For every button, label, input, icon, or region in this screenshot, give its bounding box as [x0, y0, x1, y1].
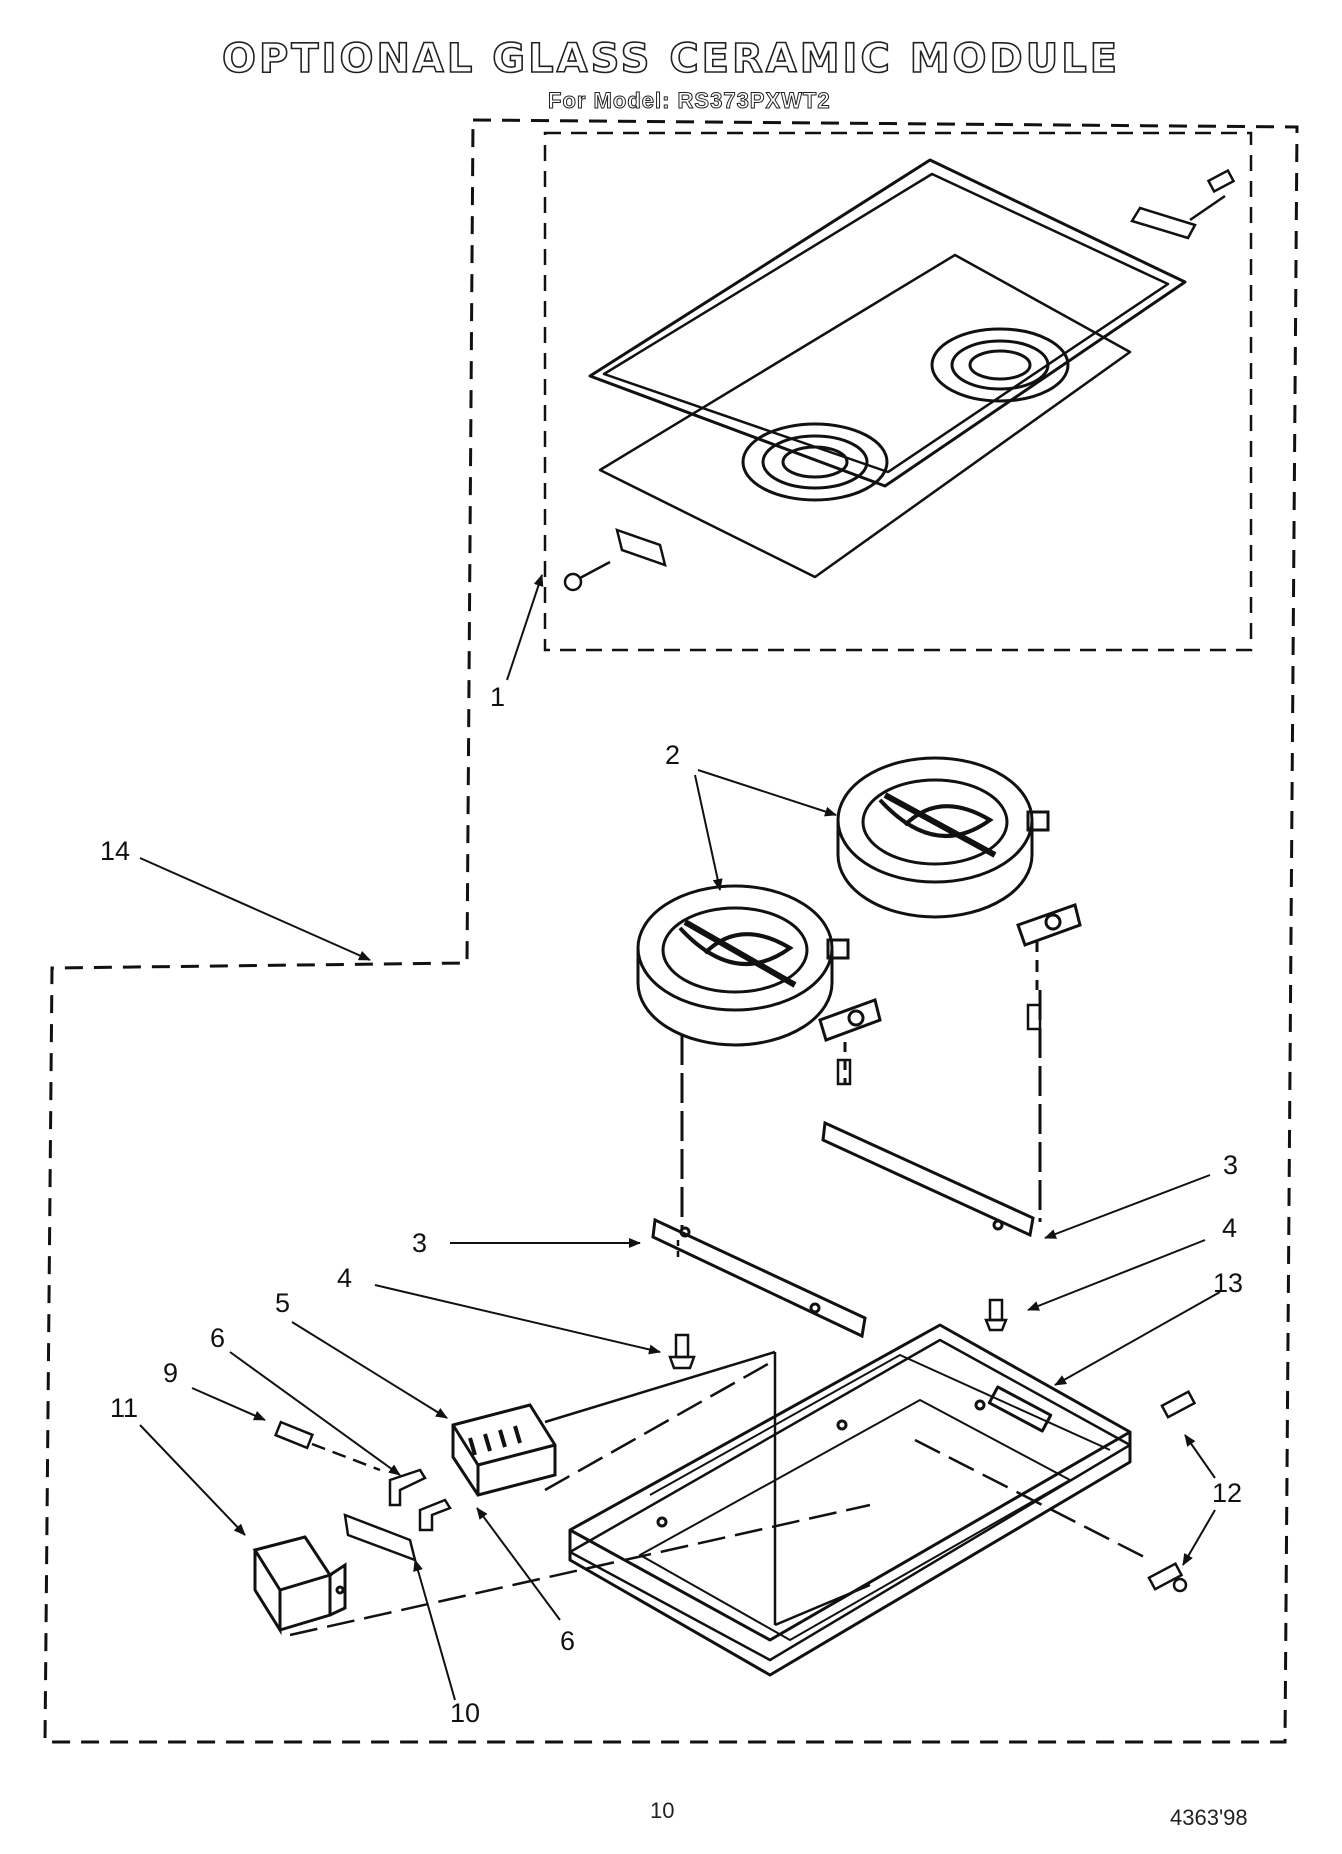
- callout-6-upper: 6: [210, 1323, 226, 1353]
- support-brackets: [651, 1120, 1035, 1339]
- callout-6-lower: 6: [560, 1626, 576, 1656]
- element-screws: [836, 1003, 1042, 1086]
- callout-3-right: 3: [1223, 1150, 1239, 1180]
- insulation-plate-part: [343, 1513, 417, 1563]
- assembly-boundary: [43, 118, 1299, 1744]
- burner-box-part: [568, 1323, 1132, 1677]
- callout-14: 14: [100, 836, 131, 866]
- model-line: For Model: RS373PXWT2: [548, 88, 831, 114]
- cooktop-boundary: [543, 131, 1253, 652]
- leader-lines: [139, 574, 1221, 1701]
- callout-5: 5: [275, 1288, 291, 1318]
- assembly-lines: [289, 1350, 1151, 1637]
- callout-13: 13: [1213, 1268, 1244, 1298]
- glass-cooktop-part: [588, 158, 1187, 579]
- mounting-brackets: [388, 1468, 452, 1532]
- surface-element-upper: [836, 756, 1082, 1222]
- callout-12: 12: [1212, 1478, 1243, 1508]
- junction-box-part: [252, 1535, 347, 1636]
- callout-4-right: 4: [1222, 1213, 1238, 1243]
- page-number: 10: [650, 1798, 675, 1823]
- bracket-screws: [668, 1240, 1008, 1370]
- box-screws: [1147, 1389, 1197, 1593]
- terminal-block-part: [451, 1403, 557, 1497]
- doc-code: 4363'98: [1170, 1805, 1248, 1830]
- callout-2: 2: [665, 740, 681, 770]
- callout-10: 10: [450, 1698, 481, 1728]
- cooktop-hardware: [563, 168, 1236, 592]
- callout-4-left: 4: [337, 1263, 353, 1293]
- page-title: OPTIONAL GLASS CERAMIC MODULE: [221, 35, 1121, 83]
- callout-9: 9: [163, 1358, 179, 1388]
- screw-part: [273, 1420, 381, 1472]
- callout-3-left: 3: [412, 1228, 428, 1258]
- surface-element-lower: [636, 884, 882, 1230]
- callout-1: 1: [490, 682, 506, 712]
- callout-11: 11: [110, 1393, 139, 1423]
